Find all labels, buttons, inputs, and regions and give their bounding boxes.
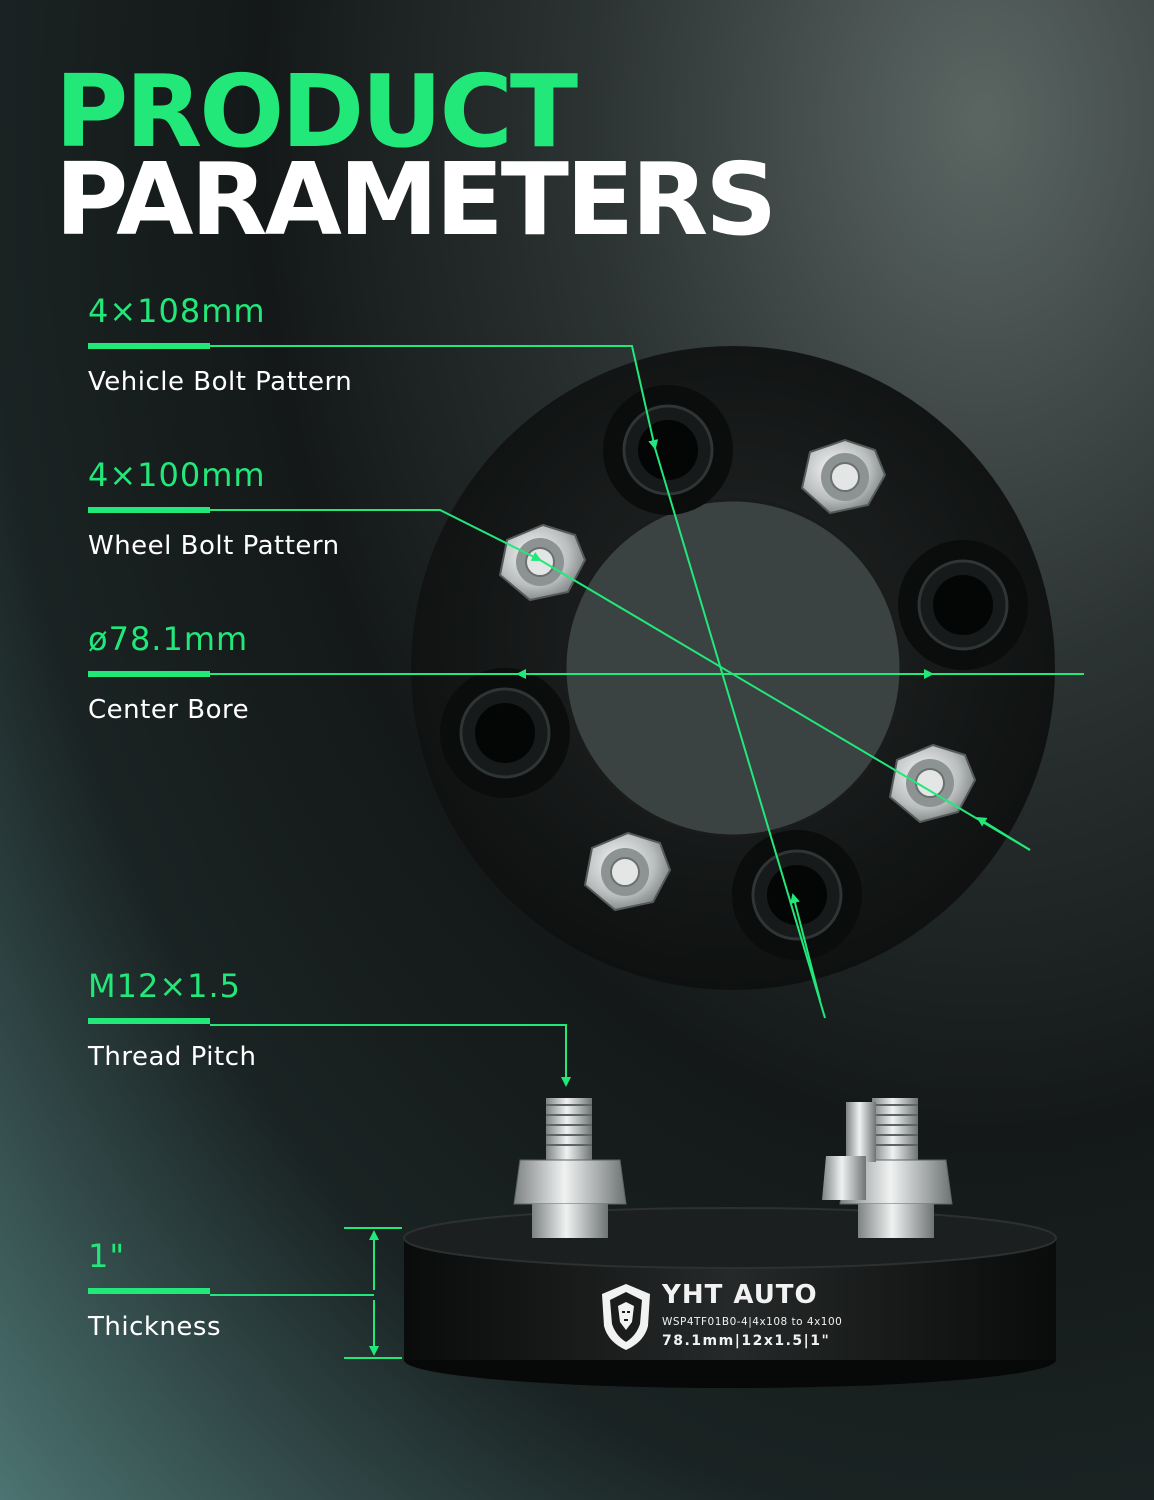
title-product: PRODUCT — [55, 53, 578, 170]
spec-thickness: 1" Thickness — [88, 1240, 221, 1342]
vehicle-bolt-leader — [210, 345, 659, 450]
spec-underline — [88, 507, 210, 513]
spec-value: 4×108mm — [88, 292, 266, 330]
brand-name: YHT AUTO — [662, 1280, 818, 1310]
wheel-bolt-axis — [539, 559, 1031, 851]
spec-label: Thickness — [88, 1312, 222, 1342]
vehicle-bolt-arrow — [790, 893, 821, 1001]
spec-underline — [88, 671, 210, 677]
spec-label: Wheel Bolt Pattern — [88, 531, 340, 561]
wheel-bolt-arrow — [976, 816, 1031, 851]
spec-value: 1" — [88, 1237, 126, 1275]
brand-model-line: WSP4TF01B0-4|4x108 to 4x100 — [662, 1316, 843, 1328]
thread-pitch-leader — [210, 1024, 571, 1087]
recessed-hole — [898, 540, 1028, 670]
wheel-stud — [822, 1102, 876, 1200]
spec-label: Vehicle Bolt Pattern — [88, 367, 353, 397]
spec-label: Center Bore — [88, 695, 250, 725]
spec-label: Thread Pitch — [88, 1042, 257, 1072]
lug-nut — [583, 831, 672, 912]
spec-center-bore: ø78.1mm Center Bore — [88, 623, 249, 725]
spacer-side-view — [403, 1098, 1057, 1388]
spec-value: ø78.1mm — [88, 620, 249, 658]
wheel-stud — [839, 1098, 953, 1238]
lug-nut — [888, 743, 977, 824]
vehicle-bolt-axis — [654, 447, 826, 1019]
spec-wheel-bolt-pattern: 4×100mm Wheel Bolt Pattern — [88, 459, 340, 561]
spec-value: M12×1.5 — [88, 967, 242, 1005]
recessed-hole — [603, 385, 733, 515]
spec-underline — [88, 1018, 210, 1024]
spec-underline — [88, 1288, 210, 1294]
spec-vehicle-bolt-pattern: 4×108mm Vehicle Bolt Pattern — [88, 295, 352, 397]
spec-value: 4×100mm — [88, 456, 266, 494]
lug-nut — [800, 438, 887, 515]
recessed-hole — [732, 830, 862, 960]
lion-head-shield-icon — [602, 1284, 650, 1350]
brand-spec-line: 78.1mm|12x1.5|1" — [662, 1333, 831, 1349]
spacer-top-view — [411, 346, 1055, 990]
center-bore-hole — [563, 498, 903, 838]
recessed-hole — [440, 668, 570, 798]
title-parameters: PARAMETERS — [55, 141, 777, 258]
wheel-stud — [513, 1098, 627, 1238]
spec-thread-pitch: M12×1.5 Thread Pitch — [88, 970, 256, 1072]
spacer-top-face — [403, 1207, 1057, 1269]
wheel-bolt-leader — [210, 509, 542, 561]
spec-underline — [88, 343, 210, 349]
callout-lines — [210, 345, 1084, 1359]
